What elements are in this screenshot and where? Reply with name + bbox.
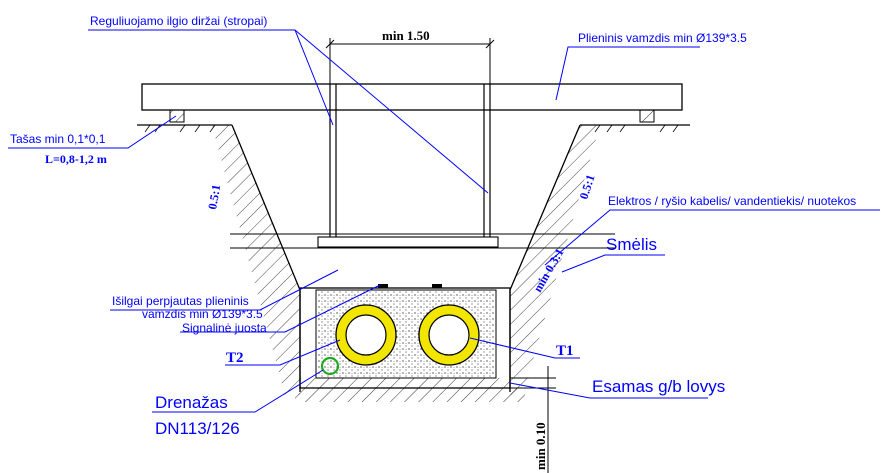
dimension-bottom xyxy=(510,366,556,473)
suspended-cable-pipe xyxy=(317,236,499,248)
steel-pipe-beam xyxy=(141,83,683,111)
dimension-bottom-label: min 0.10 xyxy=(533,422,548,470)
label-slope-left: 0.5:1 xyxy=(205,183,223,210)
strut-left xyxy=(329,84,337,245)
strut-right xyxy=(483,84,491,245)
label-existing-channel: Esamas g/b lovys xyxy=(592,377,725,396)
label-steel-pipe: Plieninis vamzdis min Ø139*3.5 xyxy=(578,31,747,45)
dimension-top-label: min 1.50 xyxy=(382,28,430,43)
label-drainage: Drenažas xyxy=(155,393,228,412)
existing-utility-lines xyxy=(230,233,615,249)
timber-block-right xyxy=(639,109,655,123)
label-drainage-size: DN113/126 xyxy=(155,419,240,438)
label-adjustable-struts: Reguliuojamo ilgio diržai (stropai) xyxy=(90,14,267,28)
signal-tape-right xyxy=(432,284,442,288)
signal-tape-left xyxy=(378,284,388,288)
label-cut-pipe-2: vamzdis min Ø139*3.5 xyxy=(142,307,263,321)
drainage-pipe xyxy=(320,356,340,376)
label-sand: Smėlis xyxy=(606,235,657,254)
label-timber: Tašas min 0,1*0,1 xyxy=(10,132,106,146)
label-signal-tape: Signalinė juosta xyxy=(182,321,267,335)
dimension-top xyxy=(325,38,495,84)
label-t1: T1 xyxy=(556,343,574,359)
pipe-t1 xyxy=(418,304,480,366)
surface-hatch xyxy=(144,124,679,133)
label-cables: Elektros / ryšio kabelis/ vandentiekis/ … xyxy=(608,194,856,208)
label-t2: T2 xyxy=(226,350,244,366)
label-timber-length: L=0,8-1,2 m xyxy=(45,152,107,166)
pipe-t2 xyxy=(335,304,397,366)
label-cut-pipe-1: Išilgai perpjautas plieninis xyxy=(112,294,249,308)
trench-bottom-soil xyxy=(295,388,525,402)
annotation-leaders xyxy=(8,29,880,413)
timber-block-left xyxy=(169,109,185,123)
